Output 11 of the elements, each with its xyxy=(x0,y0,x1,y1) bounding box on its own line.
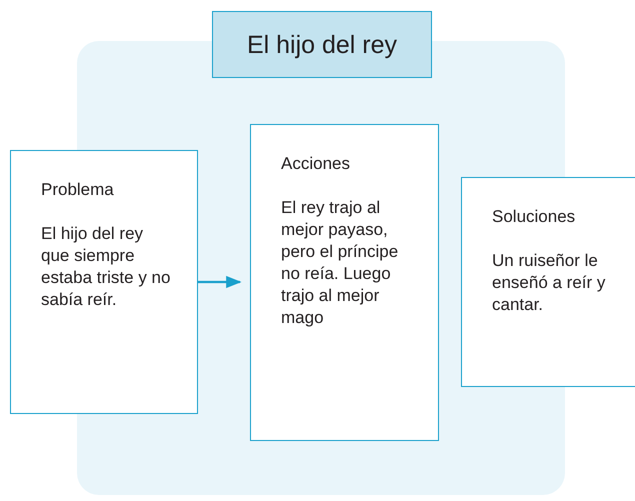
solutions-box xyxy=(461,177,635,387)
box-heading: Soluciones xyxy=(492,206,576,228)
arrow xyxy=(198,276,242,288)
actions-box xyxy=(250,124,439,441)
title-box xyxy=(212,11,432,78)
box-text: Un ruiseñor le enseñó a reír y cantar. xyxy=(492,250,606,316)
box-text: El rey trajo al mejor payaso, pero el príncipe no reía. Luego trajo al mejor mago xyxy=(281,197,400,329)
problem-box xyxy=(10,150,198,414)
box-heading: Acciones xyxy=(281,153,351,175)
box-heading: Problema xyxy=(41,179,115,201)
box-text: El hijo del rey que siempre estaba triste y no sabía reír. xyxy=(41,223,172,311)
